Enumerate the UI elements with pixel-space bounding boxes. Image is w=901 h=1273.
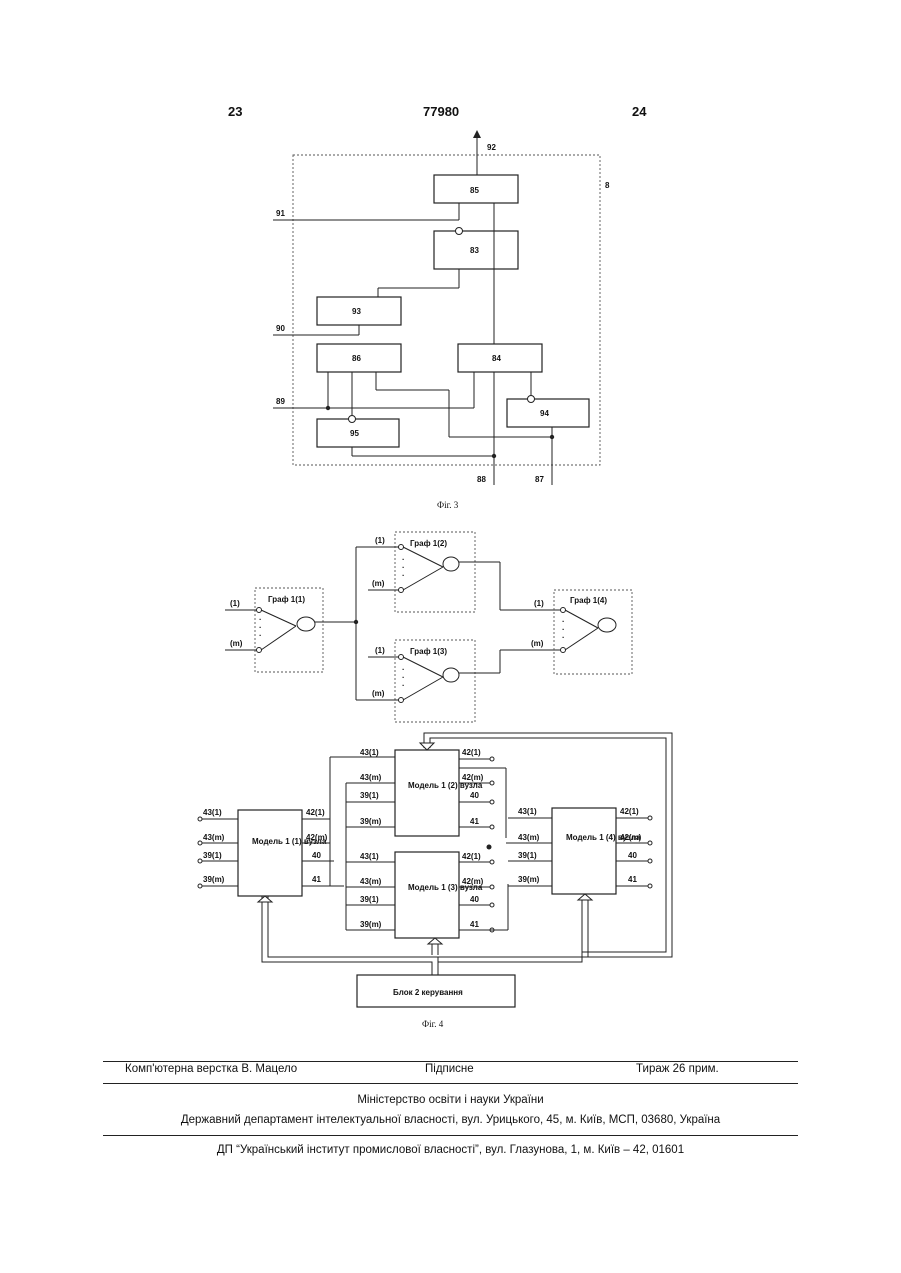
svg-text:(m): (m)	[372, 689, 385, 698]
footer-rule-middle	[103, 1083, 798, 1084]
svg-text:(1): (1)	[375, 646, 385, 655]
block-label-94: 94	[540, 409, 549, 418]
svg-text:43(m): 43(m)	[518, 833, 540, 842]
institute: ДП “Український інститут промислової вла…	[0, 1144, 901, 1156]
outer-block-label: 8	[605, 181, 610, 190]
line-label-92: 92	[487, 143, 496, 152]
svg-text:·: ·	[259, 631, 262, 640]
svg-text:40: 40	[470, 791, 479, 800]
footer-rule-top	[103, 1061, 798, 1062]
svg-text:42(m): 42(m)	[620, 833, 642, 842]
svg-text:43(m): 43(m)	[360, 773, 382, 782]
svg-text:39(1): 39(1)	[360, 791, 379, 800]
graph-node-2-label: Граф 1(2)	[410, 539, 447, 548]
svg-text:43(m): 43(m)	[203, 833, 225, 842]
svg-text:·: ·	[402, 681, 405, 690]
line-label-90: 90	[276, 324, 285, 333]
svg-text:·: ·	[402, 571, 405, 580]
svg-text:40: 40	[312, 851, 321, 860]
footer-rule-bottom	[103, 1135, 798, 1136]
graph-node-1-label: Граф 1(1)	[268, 595, 305, 604]
model-1-4	[552, 808, 616, 894]
block-label-86: 86	[352, 354, 361, 363]
line-label-87: 87	[535, 475, 544, 484]
svg-text:41: 41	[312, 875, 321, 884]
svg-text:(1): (1)	[375, 536, 385, 545]
svg-text:43(1): 43(1)	[360, 852, 379, 861]
svg-text:(1): (1)	[230, 599, 240, 608]
drawings: 8 92 85 91 83 93 90 86 84 89	[0, 0, 901, 1040]
block-label-83: 83	[470, 246, 479, 255]
block-label-85: 85	[470, 186, 479, 195]
svg-text:42(m): 42(m)	[462, 877, 484, 886]
department: Державний департамент інтелектуальної вл…	[0, 1114, 901, 1126]
ministry: Міністерство освіти і науки України	[0, 1094, 901, 1106]
graph-node-3-label: Граф 1(3)	[410, 647, 447, 656]
svg-text:Модель 1 (2) вузла: Модель 1 (2) вузла	[408, 781, 483, 790]
svg-text:43(m): 43(m)	[360, 877, 382, 886]
line-label-91: 91	[276, 209, 285, 218]
svg-text:(m): (m)	[230, 639, 243, 648]
svg-text:42(1): 42(1)	[620, 807, 639, 816]
svg-text:42(m): 42(m)	[306, 833, 328, 842]
figure-3: 8 92 85 91 83 93 90 86 84 89	[273, 134, 610, 510]
line-label-88: 88	[477, 475, 486, 484]
svg-text:40: 40	[470, 895, 479, 904]
block-label-93: 93	[352, 307, 361, 316]
line-label-89: 89	[276, 397, 285, 406]
block-label-95: 95	[350, 429, 359, 438]
svg-text:39(1): 39(1)	[518, 851, 537, 860]
model-1-2	[395, 750, 459, 836]
svg-text:39(1): 39(1)	[203, 851, 222, 860]
figure-4: Модель 1 (1) вузла 43(1) 43(m) 39(1) 39(…	[198, 733, 672, 1029]
svg-text:42(m): 42(m)	[462, 773, 484, 782]
svg-text:41: 41	[470, 817, 479, 826]
graph-node-4-label: Граф 1(4)	[570, 596, 607, 605]
svg-text:40: 40	[628, 851, 637, 860]
svg-text:39(m): 39(m)	[360, 920, 382, 929]
model-1-1	[238, 810, 302, 896]
svg-text:42(1): 42(1)	[462, 852, 481, 861]
signed-label: Підписне	[425, 1063, 474, 1075]
svg-text:39(1): 39(1)	[360, 895, 379, 904]
layout-credit: Комп'ютерна верстка В. Мацело	[125, 1063, 297, 1075]
figure-3-caption: Фіг. 3	[437, 500, 459, 510]
svg-text:39(m): 39(m)	[360, 817, 382, 826]
svg-text:(1): (1)	[534, 599, 544, 608]
svg-text:43(1): 43(1)	[360, 748, 379, 757]
block-label-84: 84	[492, 354, 501, 363]
svg-text:42(1): 42(1)	[462, 748, 481, 757]
svg-text:(m): (m)	[372, 579, 385, 588]
circulation: Тираж 26 прим.	[636, 1063, 719, 1075]
svg-text:39(m): 39(m)	[518, 875, 540, 884]
svg-text:(m): (m)	[531, 639, 544, 648]
model-1-3	[395, 852, 459, 938]
svg-text:43(1): 43(1)	[518, 807, 537, 816]
figure-4-caption: Фіг. 4	[422, 1019, 444, 1029]
control-block-label: Блок 2 керування	[393, 988, 463, 997]
svg-text:42(1): 42(1)	[306, 808, 325, 817]
svg-text:41: 41	[628, 875, 637, 884]
figure-graph: Граф 1(1) (1) (m) ··· Граф 1(2) (1) (m) …	[225, 532, 632, 722]
svg-text:43(1): 43(1)	[203, 808, 222, 817]
svg-text:·: ·	[562, 633, 565, 642]
svg-text:39(m): 39(m)	[203, 875, 225, 884]
svg-text:41: 41	[470, 920, 479, 929]
